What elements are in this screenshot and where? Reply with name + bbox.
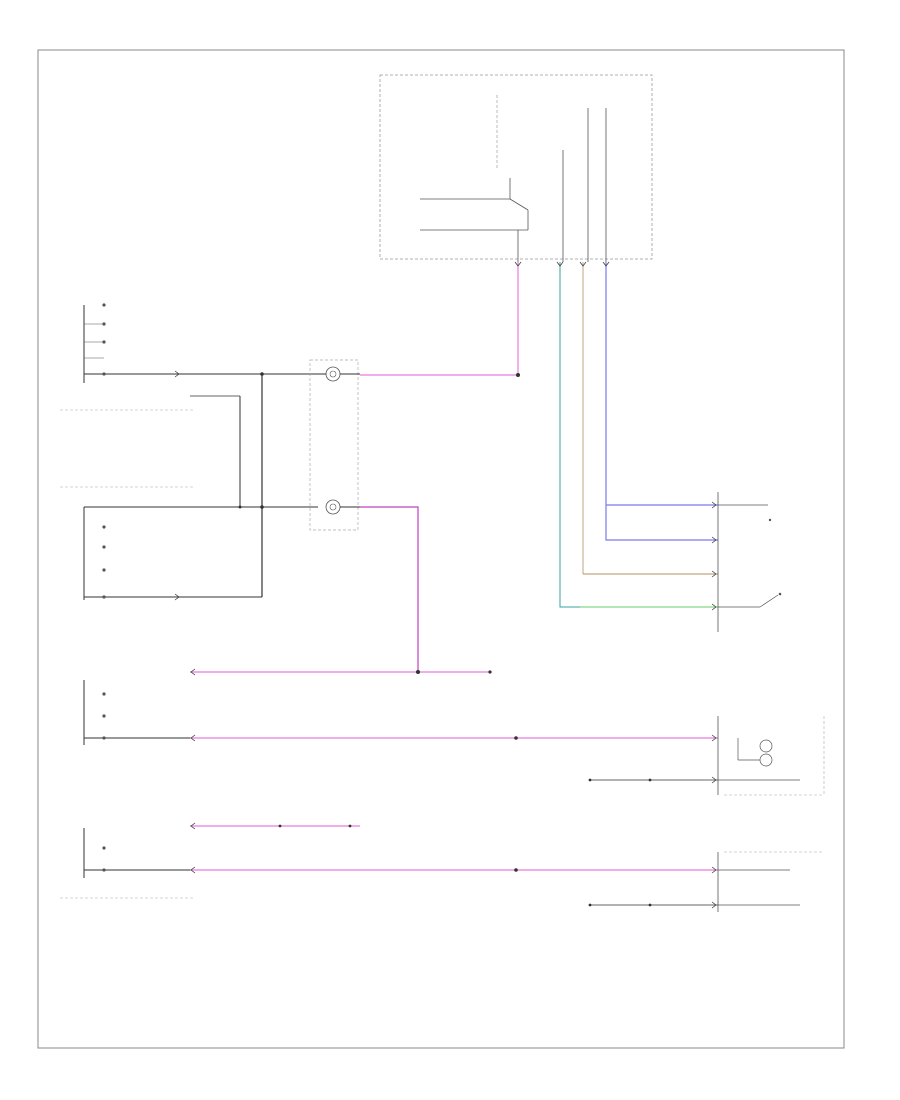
wire-blue	[605, 262, 718, 541]
top-module	[379, 74, 653, 262]
wire-pink-top	[360, 262, 519, 376]
right-connector-middle	[717, 716, 825, 796]
connector-markers	[174, 261, 717, 909]
left-switch-third	[83, 680, 190, 745]
wire-purple	[360, 506, 419, 672]
page-frame	[37, 49, 845, 1049]
left-switch-fourth	[60, 828, 195, 899]
left-switch-lower	[60, 486, 318, 600]
wire-teal	[559, 262, 718, 608]
left-switch-upper	[60, 303, 318, 411]
right-connector-upper	[717, 492, 782, 632]
center-lamp-assembly	[309, 359, 360, 531]
right-connector-lower	[717, 851, 824, 912]
splice-points	[238, 372, 652, 907]
